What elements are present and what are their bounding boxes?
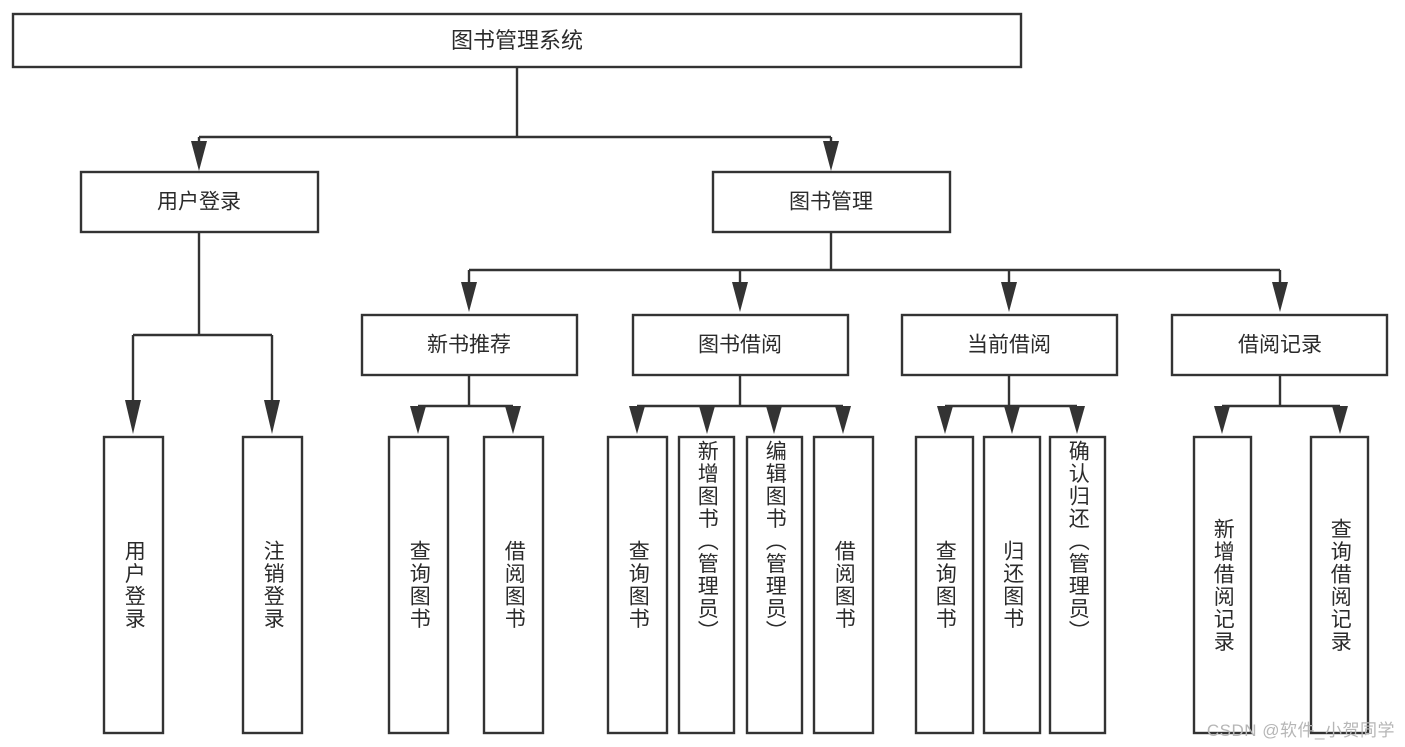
csdn-watermark: CSDN @软件_小贺同学 bbox=[1206, 721, 1395, 740]
node-current-borrow-box[interactable] bbox=[900, 313, 1119, 377]
node-book-borrow[interactable]: 图书借阅 bbox=[631, 313, 850, 377]
arrow-newbook-leaf-1 bbox=[410, 406, 426, 434]
arrow-bookborrow-leaf-3 bbox=[766, 406, 782, 434]
leaf-box-current-borrow-2[interactable] bbox=[982, 435, 1042, 735]
node-current-borrow-label: 当前借阅 bbox=[967, 334, 1051, 357]
arrow-bookborrow-leaf-1 bbox=[629, 406, 645, 434]
arrow-currentborrow-leaf-1 bbox=[937, 406, 953, 434]
leaf-box-current-borrow-1[interactable] bbox=[914, 435, 975, 735]
connector-group bbox=[125, 68, 1348, 434]
node-book-manage[interactable]: 图书管理 bbox=[711, 170, 952, 234]
node-borrow-record[interactable]: 借阅记录 bbox=[1170, 313, 1389, 377]
arrow-userlogin-leaf-2 bbox=[264, 400, 280, 434]
node-user-login-box[interactable] bbox=[79, 170, 320, 234]
arrow-borrowrecord-leaf-2 bbox=[1332, 406, 1348, 434]
leaf-box-borrow-record-2[interactable] bbox=[1309, 435, 1370, 735]
arrow-to-current-borrow bbox=[1001, 282, 1017, 312]
leaf-box-book-borrow-3[interactable] bbox=[745, 435, 804, 735]
node-book-manage-label: 图书管理 bbox=[789, 191, 873, 214]
node-user-login-label: 用户登录 bbox=[157, 191, 241, 214]
arrow-to-new-book bbox=[461, 282, 477, 312]
node-root-box[interactable] bbox=[11, 12, 1023, 69]
arrow-to-book-manage bbox=[823, 141, 839, 171]
node-book-borrow-box[interactable] bbox=[631, 313, 850, 377]
arrow-borrowrecord-leaf-1 bbox=[1214, 406, 1230, 434]
arrow-to-borrow-record bbox=[1272, 282, 1288, 312]
node-root-label: 图书管理系统 bbox=[451, 28, 583, 53]
leaf-box-current-borrow-3[interactable] bbox=[1048, 435, 1107, 735]
arrow-bookborrow-leaf-4 bbox=[835, 406, 851, 434]
node-user-login[interactable]: 用户登录 bbox=[79, 170, 320, 234]
arrow-newbook-leaf-2 bbox=[505, 406, 521, 434]
leaf-box-user-login-1[interactable] bbox=[102, 435, 165, 735]
leaf-box-new-book-2[interactable] bbox=[482, 435, 545, 735]
leaf-box-book-borrow-2[interactable] bbox=[677, 435, 736, 735]
arrow-userlogin-leaf-1 bbox=[125, 400, 141, 434]
node-borrow-record-label: 借阅记录 bbox=[1238, 334, 1322, 357]
arrow-bookborrow-leaf-2 bbox=[699, 406, 715, 434]
node-current-borrow[interactable]: 当前借阅 bbox=[900, 313, 1119, 377]
node-new-book-recommend-box[interactable] bbox=[360, 313, 579, 377]
leaf-box-book-borrow-1[interactable] bbox=[606, 435, 669, 735]
leaf-box-borrow-record-1[interactable] bbox=[1192, 435, 1253, 735]
leaf-box-new-book-1[interactable] bbox=[387, 435, 450, 735]
arrow-currentborrow-leaf-2 bbox=[1004, 406, 1020, 434]
leaf-box-book-borrow-4[interactable] bbox=[812, 435, 875, 735]
node-new-book-recommend[interactable]: 新书推荐 bbox=[360, 313, 579, 377]
arrow-currentborrow-leaf-3 bbox=[1069, 406, 1085, 434]
node-book-borrow-label: 图书借阅 bbox=[698, 334, 782, 357]
arrow-to-user-login bbox=[191, 141, 207, 171]
node-book-manage-box[interactable] bbox=[711, 170, 952, 234]
node-borrow-record-box[interactable] bbox=[1170, 313, 1389, 377]
node-new-book-recommend-label: 新书推荐 bbox=[427, 334, 511, 357]
leaf-box-user-login-2[interactable] bbox=[241, 435, 304, 735]
node-root[interactable]: 图书管理系统 bbox=[11, 12, 1023, 69]
arrow-to-book-borrow bbox=[732, 282, 748, 312]
